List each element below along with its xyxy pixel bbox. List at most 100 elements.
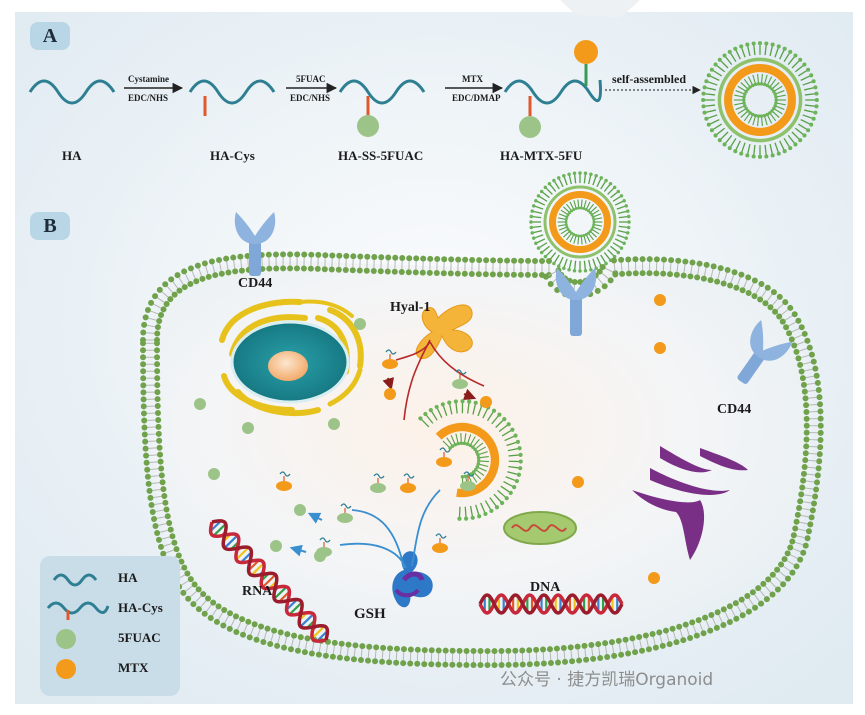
membrane-lipid-head-outer xyxy=(422,647,428,653)
micelle-corona-head xyxy=(627,220,631,224)
membrane-lipid-head-outer xyxy=(778,562,784,568)
membrane-lipid-head-inner xyxy=(752,605,758,611)
membrane-lipid-head-outer xyxy=(795,512,801,518)
membrane-lipid-head-inner xyxy=(392,255,398,261)
membrane-lipid-head-inner xyxy=(188,265,194,271)
micelle-inner-head xyxy=(760,114,763,117)
micelle-corona-head xyxy=(567,172,571,176)
membrane-lipid-head-outer xyxy=(252,621,258,627)
micelle-corona-head xyxy=(537,194,541,198)
micelle-inner-head xyxy=(593,221,596,224)
micelle-corona-head xyxy=(728,50,732,54)
membrane-lipid-head-inner xyxy=(812,493,818,499)
micelle-corona-head xyxy=(802,63,806,67)
membrane-lipid-head-inner xyxy=(802,331,808,337)
membrane-lipid-head-outer xyxy=(221,607,227,613)
membrane-lipid-head-outer xyxy=(797,498,803,504)
membrane-lipid-head-outer xyxy=(687,273,693,279)
free-mtx xyxy=(480,396,492,408)
membrane-lipid-head-outer xyxy=(568,644,574,650)
membrane-lipid-head-inner xyxy=(140,329,146,335)
membrane-lipid-head-outer xyxy=(602,640,608,646)
membrane-lipid-head-outer xyxy=(171,540,177,546)
membrane-lipid-head-outer xyxy=(455,271,461,277)
membrane-lipid-head-outer xyxy=(366,644,372,650)
membrane-lipid-head-outer xyxy=(413,269,419,275)
membrane-lipid-head-inner xyxy=(281,645,287,651)
membrane-lipid-head-inner xyxy=(141,425,147,431)
membrane-lipid-head-inner xyxy=(497,258,503,264)
legend-item-mtx: MTX xyxy=(40,656,180,682)
micelle-corona-head xyxy=(423,412,427,416)
membrane-lipid-head-outer xyxy=(373,644,379,650)
membrane-lipid-head-outer xyxy=(155,410,161,416)
free-5fuac xyxy=(354,318,366,330)
membrane-lipid-head-outer xyxy=(441,270,447,276)
micelle-corona-head xyxy=(518,466,522,470)
membrane-lipid-head-outer xyxy=(271,628,277,634)
membrane-lipid-head-inner xyxy=(301,252,307,258)
membrane-lipid-head-inner xyxy=(140,389,146,395)
membrane-lipid-head-outer xyxy=(670,626,676,632)
membrane-lipid-head-outer xyxy=(329,266,335,272)
membrane-lipid-head-outer xyxy=(804,436,810,442)
membrane-lipid-head-outer xyxy=(786,330,792,336)
micelle-inner-head xyxy=(763,114,766,117)
membrane-lipid-head-inner xyxy=(254,637,260,643)
free-5fuac xyxy=(270,540,282,552)
membrane-lipid-head-outer xyxy=(794,519,800,525)
membrane-lipid-head-outer xyxy=(800,478,806,484)
membrane-lipid-head-inner xyxy=(518,258,524,264)
membrane-lipid-head-outer xyxy=(795,355,801,361)
membrane-lipid-head-outer xyxy=(155,324,161,330)
membrane-lipid-head-outer xyxy=(490,271,496,277)
membrane-lipid-head-inner xyxy=(646,646,652,652)
membrane-lipid-head-inner xyxy=(455,257,461,263)
membrane-lipid-head-inner xyxy=(143,314,149,320)
membrane-lipid-head-outer xyxy=(803,443,809,449)
membrane-lipid-head-outer xyxy=(406,269,412,275)
micelle-corona-head xyxy=(600,176,604,180)
micelle-corona-head xyxy=(793,142,797,146)
micelle-corona-head xyxy=(529,220,533,224)
membrane-lipid-head-inner xyxy=(337,655,343,661)
assembly-label: self-assembled xyxy=(612,72,686,87)
membrane-lipid-head-outer xyxy=(315,266,321,272)
membrane-lipid-head-outer xyxy=(588,642,594,648)
membrane-lipid-head-outer xyxy=(708,277,714,283)
membrane-lipid-head-inner xyxy=(785,576,791,582)
micelle-corona-head xyxy=(777,152,781,156)
membrane-lipid-head-outer xyxy=(205,595,211,601)
micelle-corona-head xyxy=(625,204,629,208)
membrane-lipid-head-inner xyxy=(414,661,420,667)
membrane-lipid-head-inner xyxy=(805,535,811,541)
micelle-corona-head xyxy=(604,179,608,183)
micelle-inner-head xyxy=(580,207,583,210)
membrane-lipid-head-outer xyxy=(154,347,160,353)
micelle-inner-head xyxy=(456,442,460,446)
micelle-corona-head xyxy=(429,408,433,412)
ha-chain-icon xyxy=(48,566,108,592)
membrane-lipid-head-inner xyxy=(180,590,186,596)
membrane-lipid-head-outer xyxy=(161,306,167,312)
micelle-corona-head xyxy=(457,517,461,521)
micelle-corona-head xyxy=(552,179,556,183)
membrane-lipid-head-outer xyxy=(525,272,531,278)
membrane-lipid-head-inner xyxy=(733,616,739,622)
membrane-lipid-head-inner xyxy=(456,662,462,668)
membrane-lipid-head-outer xyxy=(219,271,225,277)
micelle-corona-head xyxy=(567,268,571,272)
free-mtx xyxy=(648,572,660,584)
membrane-lipid-head-outer xyxy=(575,644,581,650)
membrane-lipid-head-outer xyxy=(462,271,468,277)
membrane-lipid-head-outer xyxy=(783,324,789,330)
micelle-corona-head xyxy=(530,231,534,235)
step2-reagent: 5FUAC xyxy=(296,74,326,84)
membrane-lipid-head-outer xyxy=(561,645,567,651)
micelle-corona-head xyxy=(723,142,727,146)
membrane-lipid-head-inner xyxy=(140,368,146,374)
membrane-lipid-head-outer xyxy=(802,457,808,463)
micelle-corona-head xyxy=(620,246,624,250)
membrane-lipid-head-outer xyxy=(498,648,504,654)
membrane-lipid-head-outer xyxy=(721,280,727,286)
